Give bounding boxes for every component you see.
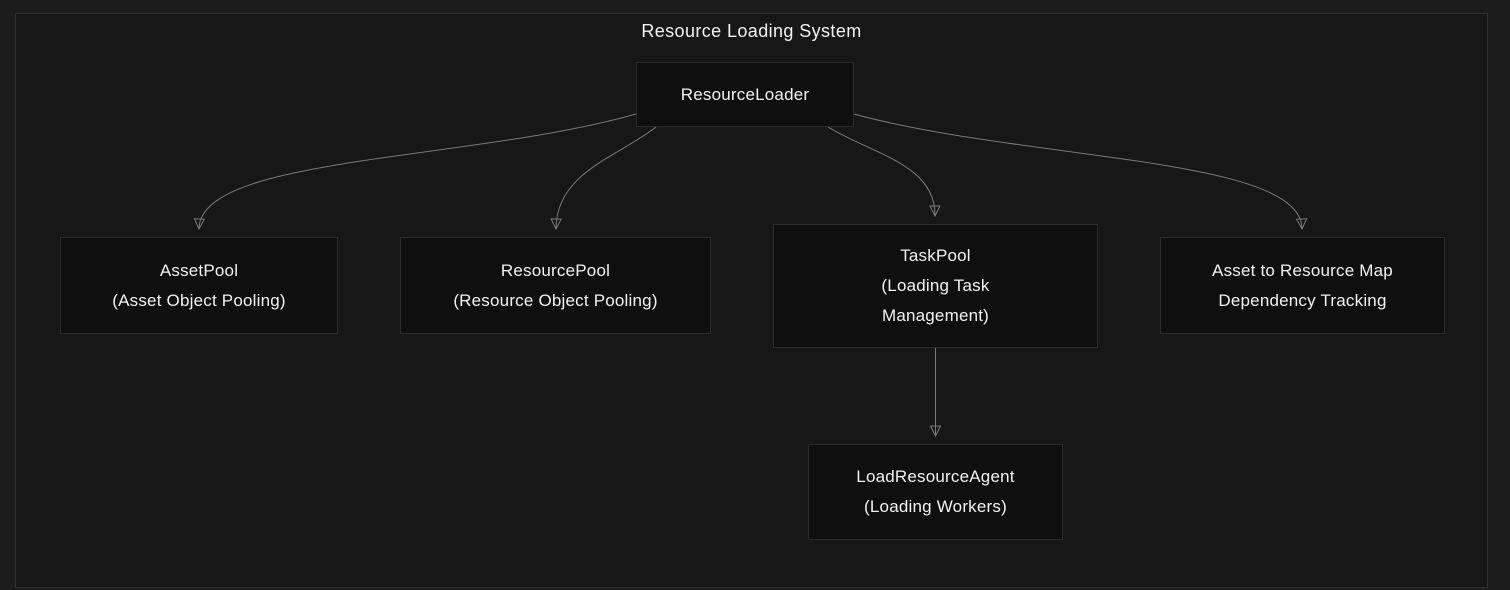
node-label: ResourcePool — [500, 260, 611, 280]
node-label: ResourceLoader — [680, 84, 810, 104]
node-sublabel: (Loading Task — [881, 276, 990, 295]
diagram-canvas: Resource Loading System ResourceLoader A… — [15, 13, 1488, 588]
node-label: TaskPool — [900, 246, 971, 265]
node-sublabel: Management) — [881, 306, 990, 325]
node-sublabel: (Resource Object Pooling) — [453, 290, 658, 310]
node-resource-loader: ResourceLoader — [636, 62, 854, 127]
node-sublabel: (Loading Workers) — [864, 497, 1007, 516]
node-asset-pool: AssetPool (Asset Object Pooling) — [60, 237, 338, 334]
node-sublabel: (Asset Object Pooling) — [112, 290, 286, 310]
edge-resourceloader-taskpool — [827, 126, 935, 215]
edge-resourceloader-assetpool — [199, 113, 637, 228]
node-label: AssetPool — [159, 260, 239, 280]
node-load-resource-agent: LoadResourceAgent (Loading Workers) — [808, 444, 1063, 540]
node-resource-pool: ResourcePool (Resource Object Pooling) — [400, 237, 711, 334]
edge-resourceloader-assettoresourcemap — [853, 113, 1302, 228]
node-label: Asset to Resource Map — [1212, 260, 1393, 280]
node-task-pool: TaskPool (Loading Task Management) — [773, 224, 1098, 348]
node-label: LoadResourceAgent — [856, 467, 1015, 486]
diagram-title: Resource Loading System — [641, 21, 862, 41]
node-sublabel: Dependency Tracking — [1218, 290, 1387, 310]
node-asset-to-resource-map: Asset to Resource Map Dependency Trackin… — [1160, 237, 1445, 334]
edge-resourceloader-resourcepool — [556, 126, 657, 228]
